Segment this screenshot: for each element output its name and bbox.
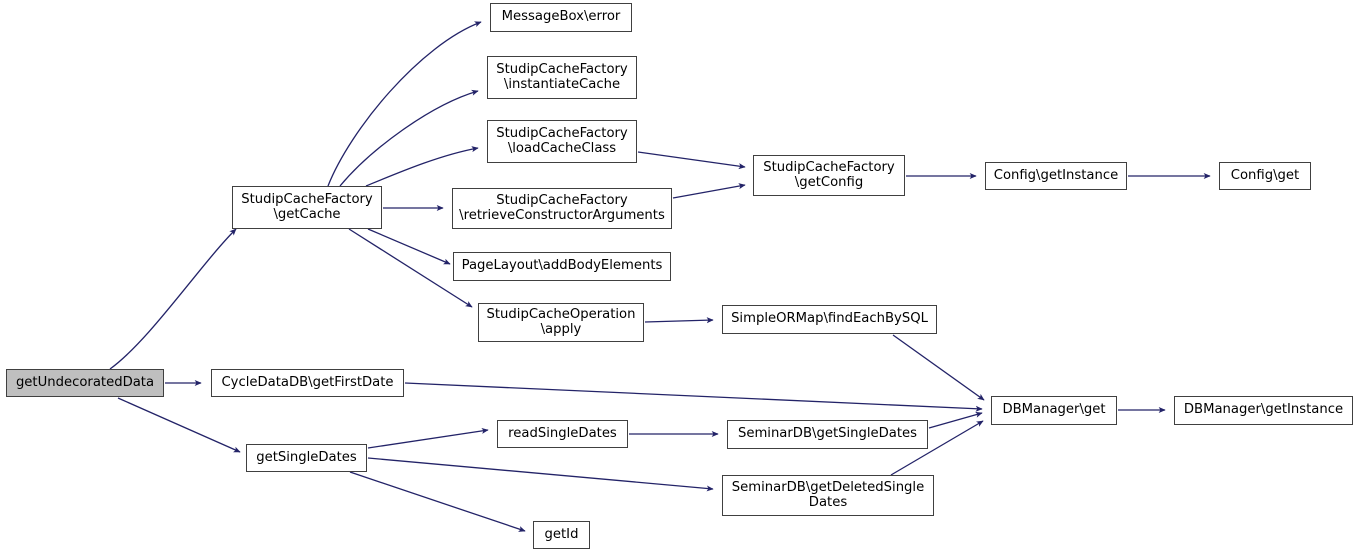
edge-loadCacheClass-to-getConfig <box>637 151 746 170</box>
edge-getFirstDate-to-dbManagerGet <box>404 382 983 412</box>
edge-getUndecoratedData-to-getSingleDates <box>117 397 241 453</box>
node-seminarGetSingleDates[interactable]: SeminarDB\getSingleDates <box>727 420 928 449</box>
node-seminarGetDeletedDates[interactable]: SeminarDB\getDeletedSingle Dates <box>722 475 934 516</box>
node-getId[interactable]: getId <box>533 521 590 549</box>
node-retrieveConstructorArgs[interactable]: StudipCacheFactory \retrieveConstructorA… <box>452 188 672 229</box>
edge-seminarGetSingleDates-to-dbManagerGet <box>928 411 983 429</box>
node-getCache[interactable]: StudipCacheFactory \getCache <box>232 186 382 229</box>
edge-cacheOperationApply-to-findEachBySQL <box>644 317 714 324</box>
edge-getSingleDates-to-seminarGetDeletedDates <box>367 457 714 492</box>
node-dbManagerGet[interactable]: DBManager\get <box>991 396 1117 425</box>
edge-getCache-to-messageBoxError <box>327 21 482 187</box>
node-configGetInstance[interactable]: Config\getInstance <box>985 162 1127 190</box>
node-getSingleDates[interactable]: getSingleDates <box>246 444 367 472</box>
node-cacheOperationApply[interactable]: StudipCacheOperation \apply <box>478 303 644 342</box>
node-loadCacheClass[interactable]: StudipCacheFactory \loadCacheClass <box>487 120 637 163</box>
edge-getCache-to-addBodyElements <box>367 228 451 265</box>
node-configGet[interactable]: Config\get <box>1219 162 1311 190</box>
node-addBodyElements[interactable]: PageLayout\addBodyElements <box>453 252 671 281</box>
node-dbManagerGetInstance[interactable]: DBManager\getInstance <box>1174 396 1353 425</box>
node-readSingleDates[interactable]: readSingleDates <box>497 420 628 448</box>
edge-getSingleDates-to-readSingleDates <box>367 427 489 449</box>
edge-getUndecoratedData-to-getCache <box>109 228 237 370</box>
node-messageBoxError[interactable]: MessageBox\error <box>490 3 632 32</box>
edge-retrieveConstructorArgs-to-getConfig <box>672 183 746 199</box>
node-getConfig[interactable]: StudipCacheFactory \getConfig <box>753 155 905 196</box>
edge-findEachBySQL-to-dbManagerGet <box>892 334 985 401</box>
node-getFirstDate[interactable]: CycleDataDB\getFirstDate <box>211 369 404 397</box>
edge-getSingleDates-to-getId <box>349 471 526 532</box>
edge-getCache-to-loadCacheClass <box>365 146 479 187</box>
node-findEachBySQL[interactable]: SimpleORMap\findEachBySQL <box>722 305 937 334</box>
node-getUndecoratedData[interactable]: getUndecoratedData <box>6 369 164 397</box>
edge-getCache-to-instantiateCache <box>339 89 479 187</box>
node-instantiateCache[interactable]: StudipCacheFactory \instantiateCache <box>487 56 637 99</box>
